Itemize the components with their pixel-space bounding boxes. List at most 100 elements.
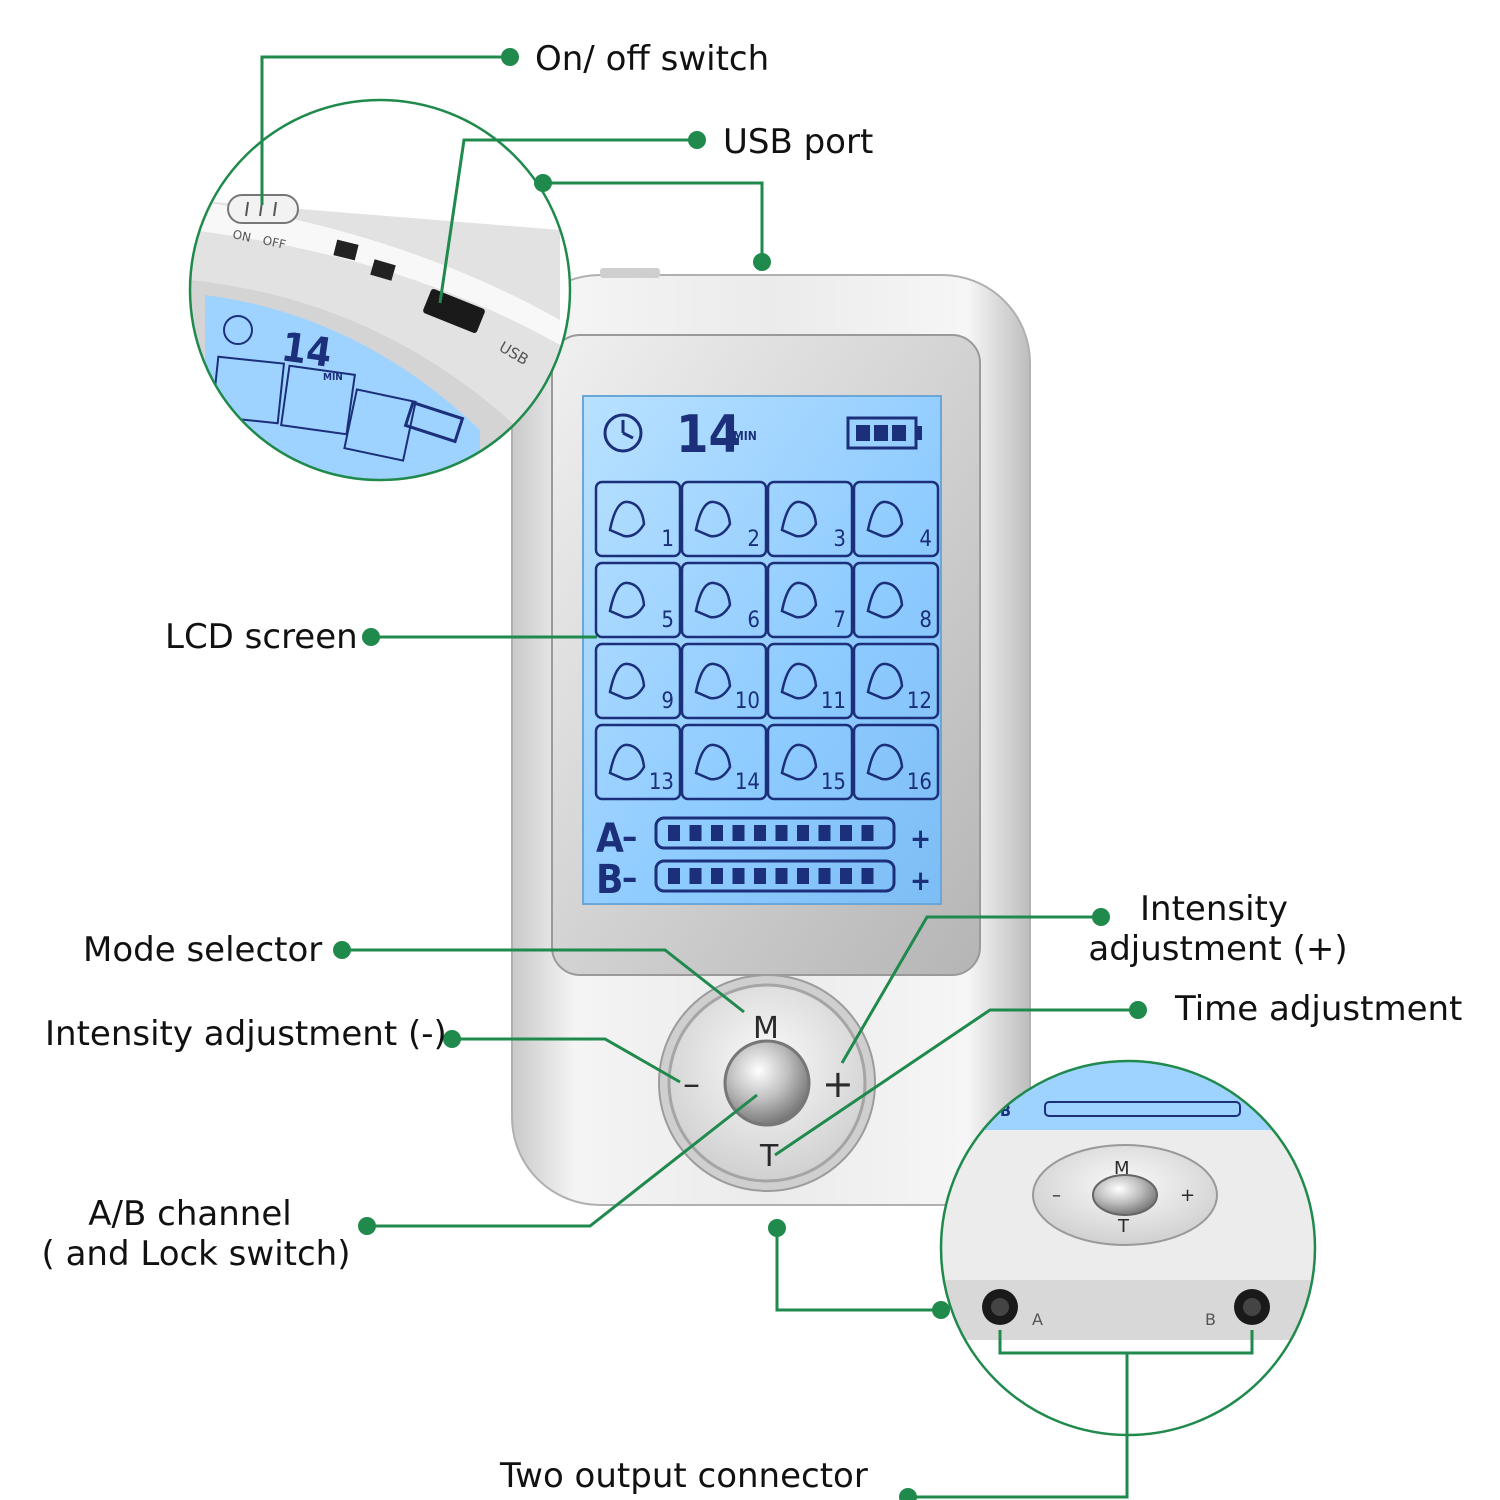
intensity-segment bbox=[797, 868, 809, 884]
ab-channel-button[interactable] bbox=[723, 1039, 811, 1127]
mode-cell: 4 bbox=[852, 480, 940, 558]
channel-b-segments bbox=[668, 868, 874, 884]
mode-pictogram-icon bbox=[866, 743, 904, 781]
top-inset-slot bbox=[370, 259, 396, 281]
mode-cell: 8 bbox=[852, 561, 940, 639]
intensity-segment bbox=[797, 825, 809, 841]
channel-b-label: B bbox=[596, 857, 623, 903]
intensity-segment bbox=[732, 868, 745, 884]
control-pad: M T – + bbox=[658, 974, 876, 1192]
mode-cell: 12 bbox=[852, 642, 940, 720]
mini-btn-minus: – bbox=[1052, 1185, 1061, 1206]
time-button-t[interactable]: T bbox=[759, 1139, 779, 1174]
intensity-segment bbox=[840, 825, 852, 841]
mode-number: 13 bbox=[649, 770, 674, 795]
mode-pictogram-icon bbox=[608, 500, 646, 538]
mode-pictogram-icon bbox=[694, 743, 732, 781]
intensity-segment bbox=[711, 825, 723, 841]
label-intensity-minus: Intensity adjustment (-) bbox=[45, 1014, 447, 1054]
intensity-segment bbox=[732, 825, 745, 841]
mode-pictogram-icon bbox=[780, 500, 818, 538]
leader-mode bbox=[342, 948, 745, 1014]
switch-off-text: OFF bbox=[261, 233, 287, 252]
leader-ab-channel bbox=[367, 1093, 758, 1228]
top-inset-border bbox=[188, 98, 572, 482]
mode-pictogram-icon bbox=[694, 500, 732, 538]
mode-number: 1 bbox=[661, 527, 674, 552]
mode-number: 14 bbox=[735, 770, 760, 795]
clock-icon bbox=[603, 413, 643, 453]
label-intensity-plus-1: Intensity bbox=[1140, 889, 1288, 929]
intensity-segment bbox=[711, 868, 723, 884]
intensity-segment bbox=[818, 825, 831, 841]
mode-pictogram-icon bbox=[866, 500, 904, 538]
label-time-adjustment: Time adjustment bbox=[1174, 989, 1462, 1029]
intensity-segment bbox=[861, 825, 874, 841]
leader-top-edge bbox=[543, 181, 764, 262]
mini-row-b: B bbox=[1000, 1101, 1011, 1120]
mode-number: 2 bbox=[747, 527, 760, 552]
bottom-inset: B M T – + A B bbox=[939, 1059, 1317, 1437]
mode-number: 8 bbox=[919, 608, 932, 633]
mode-number: 6 bbox=[747, 608, 760, 633]
mode-pictogram-icon bbox=[780, 743, 818, 781]
mode-number: 9 bbox=[661, 689, 674, 714]
intensity-segment bbox=[668, 868, 680, 884]
intensity-segment bbox=[775, 868, 788, 884]
mode-cell: 2 bbox=[680, 480, 768, 558]
intensity-minus-button[interactable]: – bbox=[683, 1064, 700, 1104]
timer-unit: MIN bbox=[733, 429, 757, 443]
label-lcd-screen: LCD screen bbox=[165, 617, 358, 657]
mode-pictogram-icon bbox=[780, 581, 818, 619]
mode-number: 5 bbox=[661, 608, 674, 633]
mode-number: 16 bbox=[907, 770, 932, 795]
leader-intensity-minus bbox=[452, 1037, 681, 1084]
leader-on-off bbox=[260, 55, 510, 205]
intensity-segment bbox=[689, 868, 702, 884]
mode-cell: 15 bbox=[766, 723, 854, 801]
label-on-off-switch: On/ off switch bbox=[535, 39, 769, 79]
mini-timer-unit: MIN bbox=[323, 372, 343, 383]
mode-pictogram-icon bbox=[608, 581, 646, 619]
mode-cell: 5 bbox=[594, 561, 682, 639]
mode-button-m[interactable]: M bbox=[753, 1011, 779, 1046]
leader-dots bbox=[333, 48, 1147, 1500]
mode-number: 12 bbox=[907, 689, 932, 714]
leader-lines bbox=[260, 55, 1254, 1499]
mini-btn-m: M bbox=[1114, 1158, 1130, 1179]
label-mode-selector: Mode selector bbox=[83, 930, 322, 970]
leader-time bbox=[774, 1008, 1138, 1157]
mini-clock-icon bbox=[223, 315, 253, 345]
channel-a-segments bbox=[668, 825, 874, 841]
channel-a-label: A bbox=[596, 816, 624, 862]
label-usb-port: USB port bbox=[723, 122, 873, 162]
channel-a-plus: + bbox=[910, 822, 931, 855]
leader-usb bbox=[438, 138, 697, 304]
mode-number: 10 bbox=[735, 689, 760, 714]
mode-pictogram-icon bbox=[608, 743, 646, 781]
mode-pictogram-icon bbox=[694, 662, 732, 700]
mode-pictogram-icon bbox=[694, 581, 732, 619]
mode-number: 4 bbox=[919, 527, 932, 552]
intensity-segment bbox=[689, 825, 702, 841]
mode-cell: 16 bbox=[852, 723, 940, 801]
label-ab-channel-2: ( and Lock switch) bbox=[42, 1234, 351, 1274]
intensity-segment bbox=[840, 868, 852, 884]
mode-cell: 9 bbox=[594, 642, 682, 720]
intensity-plus-button[interactable]: + bbox=[822, 1062, 854, 1106]
mode-cell: 3 bbox=[766, 480, 854, 558]
port-a-label: A bbox=[1032, 1310, 1043, 1329]
usb-port-icon bbox=[423, 288, 485, 334]
timer-value: 14 bbox=[676, 405, 741, 465]
port-b-label: B bbox=[1205, 1310, 1216, 1329]
channel-a-bar bbox=[654, 816, 896, 850]
mini-btn-t: T bbox=[1117, 1216, 1130, 1237]
mode-number: 7 bbox=[833, 608, 846, 633]
channel-b-bar bbox=[654, 859, 896, 893]
switch-on-text: ON bbox=[231, 227, 252, 245]
mini-bar-b bbox=[1044, 1101, 1241, 1117]
mode-pictogram-icon bbox=[780, 662, 818, 700]
leader-intensity-plus bbox=[840, 915, 1101, 1064]
